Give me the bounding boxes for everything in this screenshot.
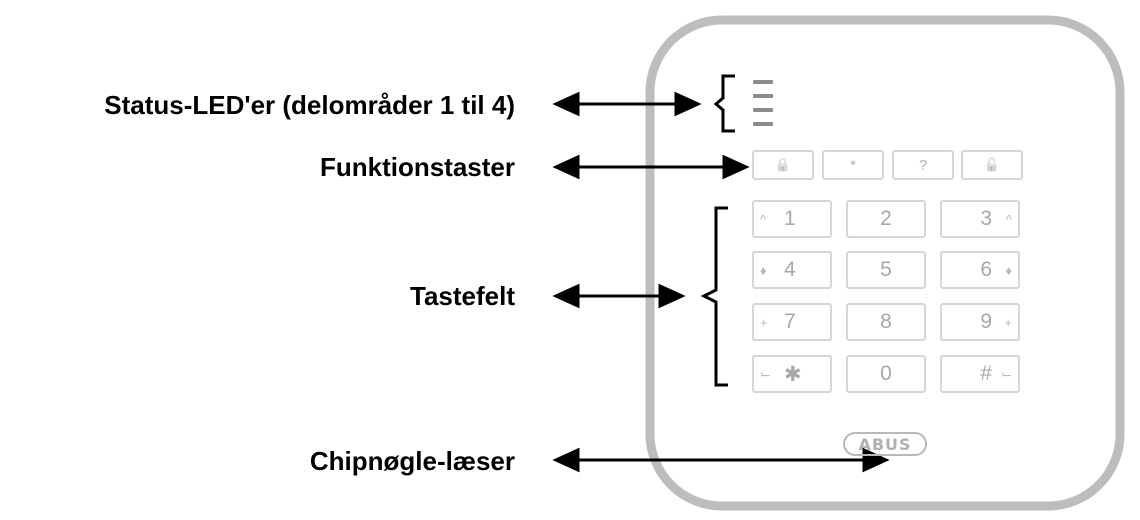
function-key-asterisk[interactable]: * [822, 150, 884, 180]
keypad-key-7[interactable]: +7 [752, 303, 832, 341]
lock-open-icon: 🔓 [983, 157, 1001, 172]
label-function-keys: Funktionstaster [319, 152, 515, 182]
keypad-key-3[interactable]: 3^ [940, 200, 1020, 238]
keypad-key-number: ✱ [784, 362, 802, 386]
status-led-1 [753, 80, 773, 84]
bracket-status-leds [713, 74, 735, 133]
keypad-key-9[interactable]: 9+ [940, 303, 1020, 341]
keypad-key-number: 2 [880, 207, 892, 230]
label-keypad: Tastefelt [410, 281, 515, 311]
keypad-key-1[interactable]: ^1 [752, 200, 832, 238]
keypad-key-number: 6 [980, 258, 992, 281]
label-status-leds: Status-LED'er (delområder 1 til 4) [104, 90, 515, 120]
keypad-key-right-symbol: ^ [1005, 211, 1012, 227]
keypad-key-number: 8 [880, 310, 892, 333]
keypad-key-8[interactable]: 8 [846, 303, 926, 341]
keypad-key-number: 9 [980, 310, 992, 333]
keypad-key-right-symbol: ⌙ [1001, 366, 1012, 381]
keypad-key-left-symbol: ⌙ [760, 366, 771, 381]
keypad-key-left-symbol: ^ [760, 211, 767, 227]
keypad-key-4[interactable]: ♦4 [752, 251, 832, 289]
keypad-key-number: 3 [980, 207, 992, 230]
keypad-key-11[interactable]: 0 [846, 355, 926, 393]
status-led-4 [753, 122, 773, 126]
keypad-key-number: # [980, 362, 992, 385]
function-key-unlock[interactable]: 🔓 [961, 150, 1023, 180]
keypad-key-number: 0 [880, 362, 892, 385]
brand-logo: ABUS [843, 432, 927, 456]
function-key-question[interactable]: ? [892, 150, 954, 180]
keypad-key-number: 7 [784, 310, 796, 333]
keypad-key-left-symbol: + [760, 314, 768, 330]
keypad-key-2[interactable]: 2 [846, 200, 926, 238]
arrow-status-leds [552, 91, 702, 117]
function-key-lock[interactable]: 🔒 [752, 150, 814, 180]
bracket-keypad [700, 206, 728, 387]
arrow-keypad [552, 283, 686, 309]
keypad-key-number: 1 [784, 207, 796, 230]
keypad-key-6[interactable]: 6♦ [940, 251, 1020, 289]
label-chip-reader: Chipnøgle-læser [309, 446, 515, 476]
status-led-3 [753, 108, 773, 112]
keypad-key-number: 4 [784, 258, 796, 281]
keypad-key-left-symbol: ♦ [760, 262, 767, 278]
status-led-2 [753, 94, 773, 98]
arrow-function-keys [552, 154, 750, 180]
lock-closed-icon: 🔒 [774, 157, 792, 172]
keypad-key-12[interactable]: #⌙ [940, 355, 1020, 393]
keypad-key-10[interactable]: ⌙✱ [752, 355, 832, 393]
keypad-key-number: 5 [880, 258, 892, 281]
keypad-key-5[interactable]: 5 [846, 251, 926, 289]
keypad-key-right-symbol: ♦ [1005, 262, 1012, 278]
keypad-key-right-symbol: + [1004, 314, 1012, 330]
status-led-group [753, 80, 773, 126]
question-icon: ? [918, 156, 928, 174]
asterisk-icon: * [850, 156, 856, 174]
